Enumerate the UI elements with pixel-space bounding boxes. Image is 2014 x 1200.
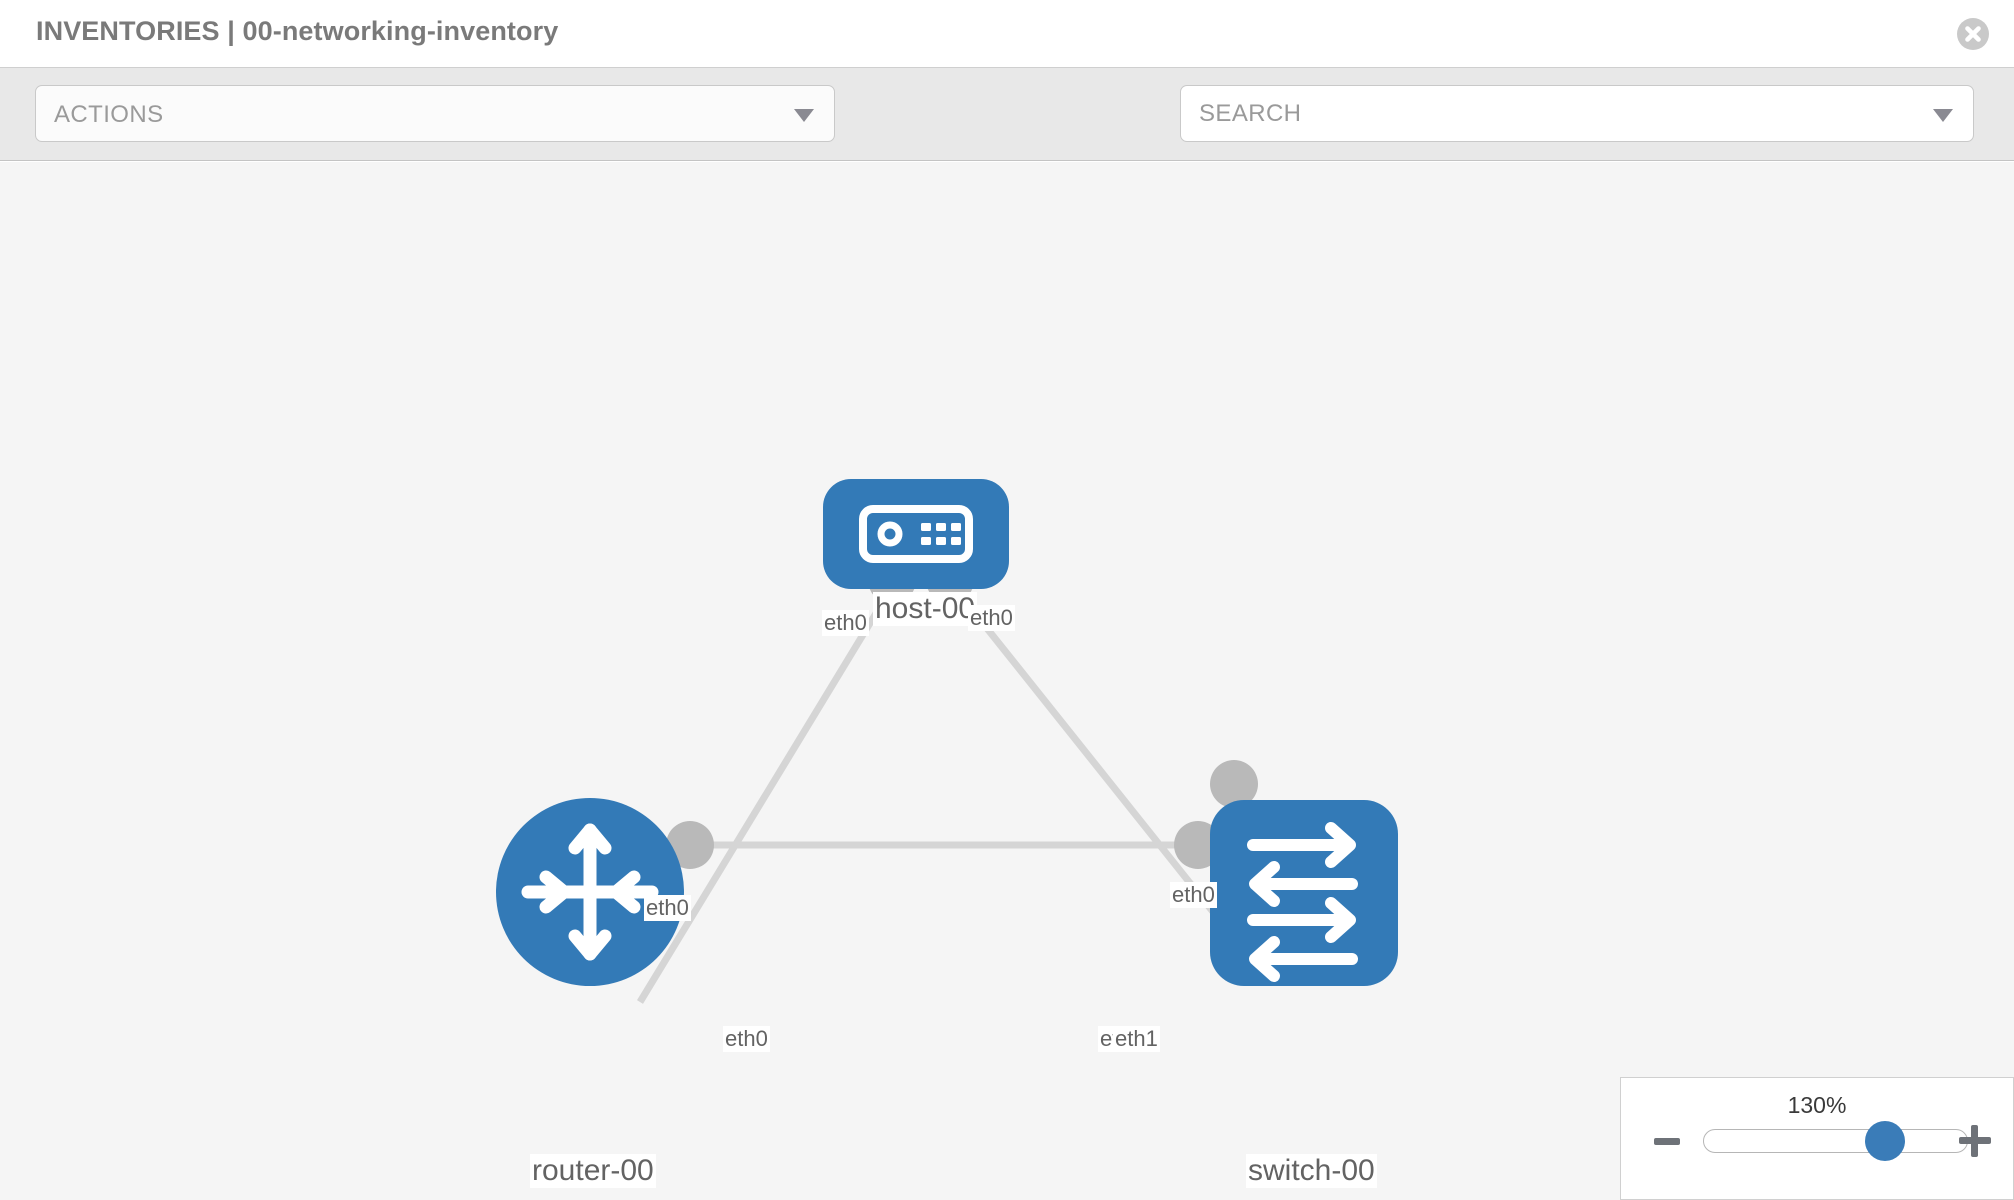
topology-edges — [637, 579, 1248, 1004]
actions-dropdown-label: ACTIONS — [54, 101, 164, 128]
topology-graph — [496, 479, 1398, 1004]
minus-icon[interactable] — [1654, 1138, 1680, 1145]
close-icon[interactable] — [1956, 17, 1990, 51]
actions-dropdown[interactable]: ACTIONS — [35, 85, 835, 142]
node-label-switch-00: switch-00 — [1246, 1154, 1377, 1188]
toolbar: ACTIONS — [0, 68, 2014, 204]
iface-label-switch00-eth0-uplink: eth0 — [1170, 882, 1217, 908]
iface-label-switch00-eth1: eth1 — [1113, 1026, 1160, 1052]
topology-node-host-00 — [823, 479, 1009, 589]
zoom-slider[interactable] — [1703, 1121, 1968, 1161]
search-input[interactable] — [1181, 86, 1921, 141]
node-label-router-00: router-00 — [530, 1154, 656, 1188]
zoom-slider-thumb[interactable] — [1865, 1121, 1905, 1161]
zoom-control-panel: 130% — [1620, 1077, 2014, 1200]
page-title: INVENTORIES | 00-networking-inventory — [36, 16, 559, 46]
iface-label-router00-eth0-uplink: eth0 — [644, 895, 691, 921]
nub-router00-eth0 — [666, 821, 714, 869]
nub-switch00-eth0 — [1210, 760, 1258, 808]
iface-label-host00-eth0-right: eth0 — [968, 605, 1015, 631]
edge-host00-router00 — [637, 580, 898, 1004]
search-field[interactable] — [1180, 85, 1974, 142]
topology-canvas[interactable]: host-00 router-00 switch-00 eth0 eth0 et… — [0, 162, 2014, 1200]
zoom-level-label: 130% — [1787, 1092, 1847, 1118]
chevron-down-icon[interactable] — [1933, 108, 1953, 122]
iface-label-host00-eth0-left: eth0 — [822, 610, 869, 636]
chevron-down-icon — [794, 108, 814, 122]
page-header: INVENTORIES | 00-networking-inventory — [0, 0, 2014, 68]
plus-icon[interactable] — [1959, 1125, 1991, 1157]
topology-node-switch-00 — [1210, 800, 1398, 986]
iface-label-router00-eth0: eth0 — [723, 1026, 770, 1052]
node-label-host-00: host-00 — [873, 592, 978, 626]
topology-node-router-00 — [496, 798, 684, 986]
